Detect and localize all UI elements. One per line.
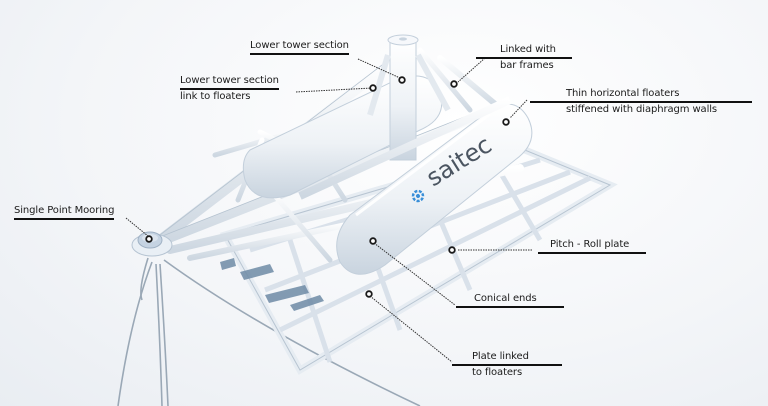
tower (367, 34, 451, 161)
label-plate-linked: Plate linked to floaters (452, 351, 562, 379)
label-linked-bar-frames: Linked with bar frames (476, 44, 572, 72)
label-lower-tower-section: Lower tower section (250, 40, 349, 55)
label-conical-ends: Conical ends (456, 293, 564, 308)
leader-lines (125, 57, 532, 363)
label-single-point-mooring: Single Point Mooring (14, 205, 114, 220)
front-floater (336, 103, 533, 275)
structure-shadows (220, 258, 324, 311)
mooring-lines (117, 257, 421, 406)
front-beam (298, 96, 512, 200)
callout-markers (145, 76, 510, 298)
label-lower-tower-link: Lower tower section link to floaters (180, 75, 279, 102)
label-pitch-roll-plate: Pitch - Roll plate (538, 239, 646, 254)
label-thin-floaters: Thin horizontal floaters stiffened with … (530, 88, 752, 116)
